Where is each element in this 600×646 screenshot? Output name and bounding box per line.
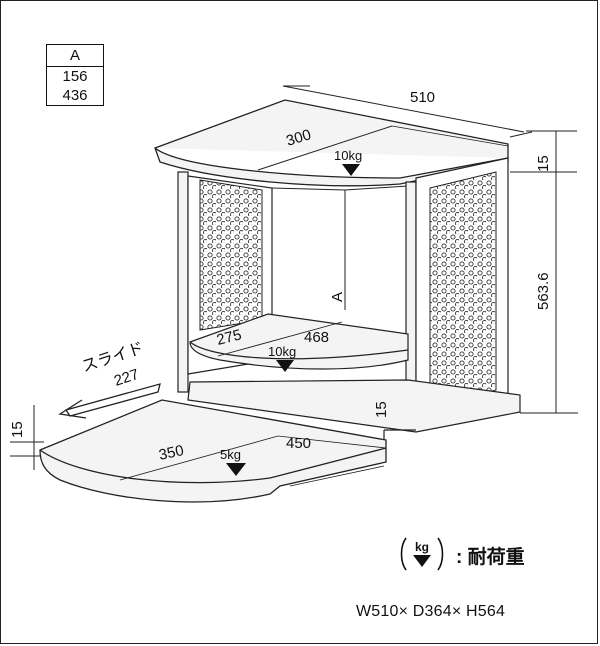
column-a-value-1: 156 <box>62 68 88 85</box>
dim-board-width: 450 <box>286 435 311 452</box>
dimension-lines <box>10 85 578 470</box>
column-a-header: A <box>47 45 103 67</box>
dim-shelf-width: 468 <box>304 329 329 346</box>
slide-board <box>39 399 387 503</box>
dim-shelf-thickness: 15 <box>373 401 390 418</box>
slide-arrow <box>58 383 161 419</box>
dim-slide-distance: 227 <box>112 366 141 390</box>
dim-top-thickness: 15 <box>535 155 552 172</box>
dim-overall-height: 563.6 <box>535 272 552 310</box>
load-marks <box>226 164 360 476</box>
column-a-value-2: 436 <box>62 87 88 104</box>
dim-top-width: 510 <box>410 89 435 106</box>
top-load-marker <box>342 164 360 176</box>
back-panel <box>271 185 409 310</box>
shelf-load-marker <box>276 360 294 372</box>
dim-top-depth: 300 <box>284 126 313 150</box>
dim-shelf-depth: 275 <box>215 326 243 349</box>
column-a-table: A 156 436 <box>46 44 104 106</box>
legend-label: : 耐荷重 <box>456 547 525 568</box>
kg-weight-icon: kg <box>400 537 444 571</box>
dim-board-thickness: 15 <box>9 421 26 438</box>
board-load-label: 5kg <box>220 447 241 462</box>
shelf-load-label: 10kg <box>268 344 296 359</box>
dim-inner-height-a: A <box>329 292 346 302</box>
middle-shelf <box>189 313 409 370</box>
right-side-panel <box>405 157 509 423</box>
board-load-marker <box>226 463 246 476</box>
overall-dimensions: W510× D364× H564 <box>356 603 506 620</box>
top-load-label: 10kg <box>334 148 362 163</box>
dim-board-depth: 350 <box>157 442 185 464</box>
load-legend: kg : 耐荷重 <box>398 536 588 576</box>
legend-unit: kg <box>415 540 429 554</box>
cabinet-base <box>187 379 521 460</box>
